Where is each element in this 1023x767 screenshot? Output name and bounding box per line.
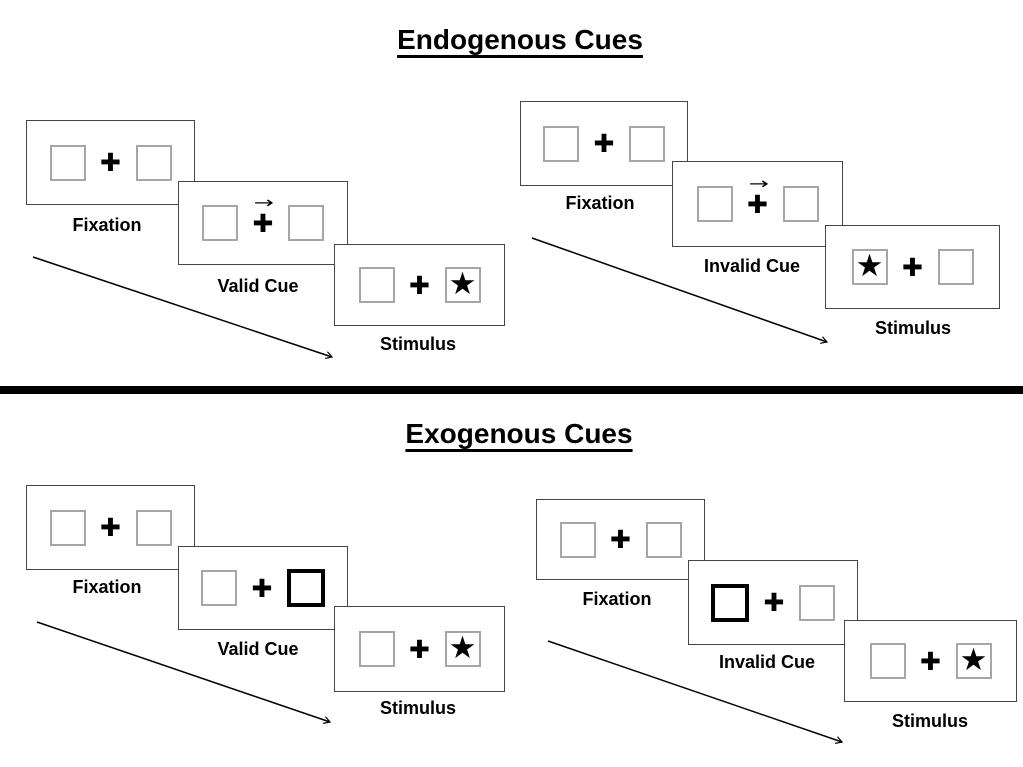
- placeholder-box: [782, 186, 819, 222]
- placeholder-box: [799, 584, 835, 621]
- placeholder-box: [49, 509, 86, 546]
- timeline-arrow-icon: [36, 621, 332, 724]
- stimulus-label: Stimulus: [379, 698, 457, 718]
- exogenous-section-title: Exogenous Cues: [405, 418, 633, 449]
- fixation-cross-icon: ✚: [100, 148, 121, 177]
- placeholder-box: [49, 144, 86, 181]
- fixation-label: Fixation: [72, 577, 142, 597]
- endo-invalid-stimulus-panel: ★ ✚: [825, 225, 1000, 309]
- fixation-cross-icon: ✚: [251, 573, 273, 603]
- target-star-icon: ★: [448, 629, 477, 666]
- timeline-arrow-icon: [32, 256, 334, 360]
- cue-label: Valid Cue: [217, 639, 299, 659]
- fixation-cross-icon: ✚: [409, 270, 430, 300]
- fixation-cross-icon: ✚: [593, 129, 615, 158]
- exo-invalid-fixation-panel: ✚: [536, 499, 705, 580]
- placeholder-box: [696, 186, 733, 222]
- cue-arrow-icon: →: [253, 192, 274, 212]
- target-star-icon: ★: [448, 265, 477, 302]
- placeholder-box: [358, 267, 395, 303]
- exo-valid-stimulus-panel: ✚ ★: [334, 606, 505, 692]
- exo-valid-cue-panel: ✚: [178, 546, 348, 630]
- target-star-icon: ★: [855, 247, 884, 284]
- target-box: ★: [955, 641, 992, 679]
- target-box: ★: [851, 247, 888, 285]
- fixation-cross-icon: ✚: [902, 252, 923, 282]
- target-star-icon: ★: [959, 641, 988, 678]
- section-divider: [0, 386, 1023, 394]
- exo-valid-fixation-panel: ✚: [26, 485, 195, 570]
- endo-invalid-cue-panel: → ✚: [672, 161, 843, 247]
- endo-invalid-fixation-panel: ✚: [520, 101, 688, 186]
- placeholder-box: [358, 631, 395, 667]
- placeholder-box: [937, 249, 974, 285]
- fixation-cross-icon: ✚: [920, 646, 941, 676]
- timeline-arrow-icon: [531, 237, 829, 344]
- endo-valid-cue-panel: → ✚: [178, 181, 348, 265]
- endo-valid-fixation-panel: ✚: [26, 120, 195, 205]
- endogenous-section-title: Endogenous Cues: [397, 24, 643, 55]
- stimulus-label: Stimulus: [891, 711, 969, 731]
- fixation-label: Fixation: [582, 589, 652, 609]
- placeholder-box: [543, 125, 579, 162]
- exo-invalid-cue-panel: ✚: [688, 560, 858, 645]
- placeholder-box: [869, 643, 906, 679]
- fixation-cross-icon: ✚: [100, 513, 121, 542]
- target-box: ★: [444, 629, 481, 667]
- stimulus-label: Stimulus: [379, 334, 457, 354]
- placeholder-box: [202, 205, 238, 241]
- fixation-label: Fixation: [72, 215, 142, 235]
- cue-arrow-icon: →: [748, 173, 769, 193]
- placeholder-box: [559, 521, 596, 558]
- fixation-cross-icon: → ✚: [747, 173, 769, 219]
- fixation-cross-icon: ✚: [610, 525, 631, 554]
- fixation-cross-icon: → ✚: [252, 192, 274, 238]
- fixation-cross-icon: ✚: [763, 588, 785, 617]
- placeholder-box: [135, 144, 172, 181]
- bold-cue-box: [711, 583, 749, 622]
- target-box: ★: [444, 265, 481, 303]
- fixation-cross-icon: ✚: [409, 634, 430, 664]
- placeholder-box: [201, 570, 237, 606]
- placeholder-box: [288, 205, 324, 241]
- stimulus-label: Stimulus: [874, 318, 952, 338]
- exo-invalid-stimulus-panel: ✚ ★: [844, 620, 1017, 702]
- endo-valid-stimulus-panel: ✚ ★: [334, 244, 505, 326]
- cue-label: Invalid Cue: [718, 652, 816, 672]
- placeholder-box: [135, 509, 172, 546]
- cue-label: Valid Cue: [217, 276, 299, 296]
- bold-cue-box: [287, 569, 325, 607]
- placeholder-box: [645, 521, 682, 558]
- fixation-label: Fixation: [565, 193, 635, 213]
- placeholder-box: [629, 125, 665, 162]
- cue-label: Invalid Cue: [703, 256, 801, 276]
